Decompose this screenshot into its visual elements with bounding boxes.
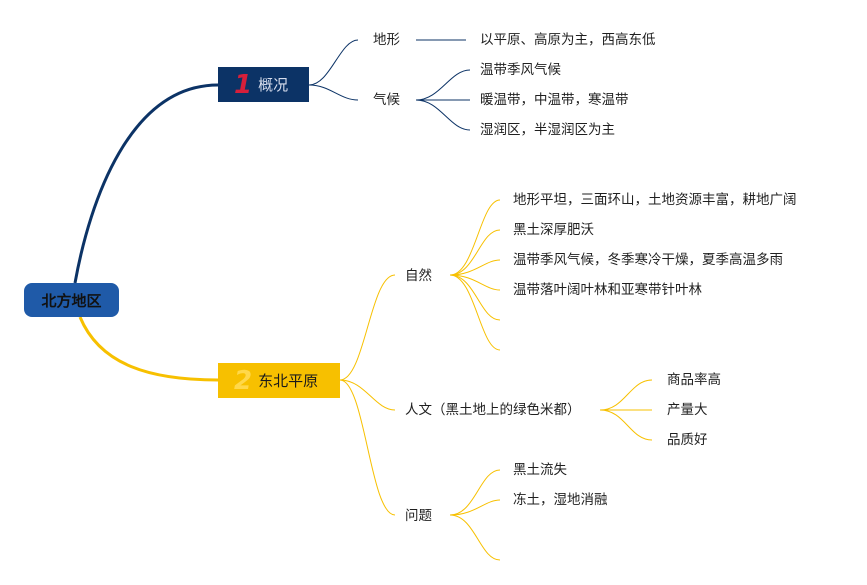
topic-nature[interactable]: 自然 [405,268,432,284]
section-number: 2 [234,365,253,396]
section-northeast-plain[interactable]: 2 东北平原 [218,363,340,398]
detail-node[interactable]: 湿润区，半湿润区为主 [480,122,615,138]
connector-nature-detail-2 [449,229,501,276]
connector-nature-detail-5 [449,274,501,321]
connector-problems-detail-3 [449,514,501,561]
connector-northeast-culture [339,379,396,411]
connector-root-northeast [78,316,219,382]
section-overview[interactable]: 1 概况 [218,67,309,102]
detail-node[interactable]: 黑土深厚肥沃 [513,222,594,238]
connector-nature-detail-3 [449,259,501,276]
detail-node[interactable]: 产量大 [667,402,708,418]
section-number: 1 [234,69,253,100]
connector-root-overview [73,83,219,284]
connector-northeast-problems [339,379,396,516]
detail-node[interactable]: 温带季风气候 [480,62,561,78]
detail-node[interactable]: 商品率高 [667,372,721,388]
root-node[interactable]: 北方地区 [24,283,119,317]
detail-node[interactable]: 地形平坦，三面环山，土地资源丰富，耕地广阔 [513,192,797,208]
connector-overview-climate [308,84,359,101]
connector-northeast-nature [339,274,396,381]
detail-node[interactable]: 冻土，湿地消融 [513,492,608,508]
root-label: 北方地区 [41,291,102,310]
detail-node[interactable]: 品质好 [667,432,708,448]
detail-node[interactable]: 以平原、高原为主，西高东低 [480,32,656,48]
topic-problems[interactable]: 问题 [405,508,432,524]
connector-culture-detail-3 [599,409,653,441]
detail-node[interactable]: 温带落叶阔叶林和亚寒带针叶林 [513,282,702,298]
connector-nature-detail-6 [449,274,501,351]
topic-culture[interactable]: 人文（黑土地上的绿色米都） [405,402,581,418]
detail-node[interactable]: 温带季风气候，冬季寒冷干燥，夏季高温多雨 [513,252,783,268]
section-label: 概况 [258,76,289,94]
section-label: 东北平原 [258,372,319,390]
connector-problems-detail-1 [449,469,501,516]
connector-overview-terrain [308,39,359,86]
detail-node[interactable]: 黑土流失 [513,462,567,478]
connector-climate-detail-1 [415,69,471,101]
topic-terrain[interactable]: 地形 [373,32,400,48]
topic-climate[interactable]: 气候 [373,92,400,108]
detail-node[interactable]: 暖温带，中温带，寒温带 [480,92,629,108]
connector-climate-detail-3 [415,99,471,131]
connector-nature-detail-1 [449,199,501,276]
connector-problems-detail-2 [449,499,501,516]
connector-culture-detail-1 [599,379,653,411]
